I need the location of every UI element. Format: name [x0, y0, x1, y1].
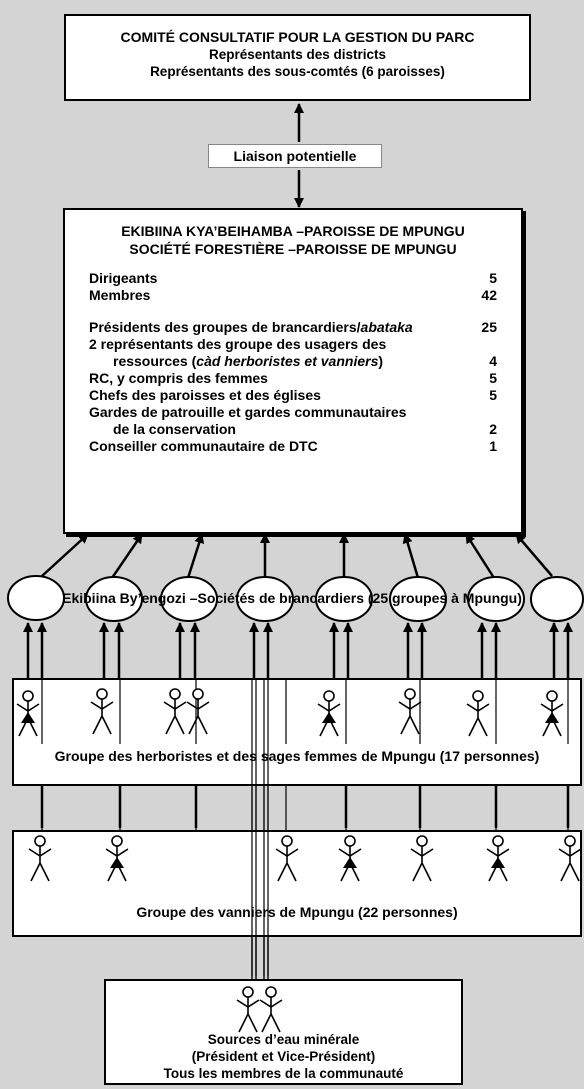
row-value: 5 — [489, 370, 497, 386]
basket-group-label: Groupe des vanniers de Mpungu (22 person… — [136, 904, 458, 920]
row-label: Présidents des groupes de brancardiers/ — [89, 319, 361, 335]
row-value: 42 — [481, 287, 497, 303]
row-label: ressources ( — [113, 353, 197, 369]
society-row-members: Membres 42 — [89, 287, 497, 304]
row-value: 5 — [489, 387, 497, 403]
committee-line-subcounties: Représentants des sous-comtés (6 paroiss… — [150, 64, 445, 79]
society-row-chiefs: Chefs des paroisses et des églises 5 — [89, 387, 497, 404]
society-row-representatives: 2 représentants des groupe des usagers d… — [89, 336, 497, 353]
society-row-advisor: Conseiller communautaire de DTC 1 — [89, 438, 497, 455]
row-label: Dirigeants — [89, 270, 158, 286]
society-title-french: SOCIÉTÉ FORESTIÈRE –PAROISSE DE MPUNGU — [129, 241, 457, 257]
row-value: 2 — [489, 421, 497, 437]
burial-societies-label: Ekibiina By’engozi –Sociétés de brancard… — [62, 590, 522, 606]
society-row-presidents: Présidents des groupes de brancardiers/a… — [89, 319, 497, 336]
row-label: Conseiller communautaire de DTC — [89, 438, 318, 454]
committee-title: COMITÉ CONSULTATIF POUR LA GESTION DU PA… — [120, 29, 475, 45]
liaison-label: Liaison potentielle — [208, 144, 382, 168]
basket-group-box — [12, 830, 582, 937]
row-value: 1 — [489, 438, 497, 454]
row-value: 5 — [489, 270, 497, 286]
burial-society-ellipses — [7, 575, 584, 622]
herbalists-group-label: Groupe des herboristes et des sages femm… — [54, 748, 540, 764]
row-value: 25 — [481, 319, 497, 335]
herbalists-to-burial-arrows — [23, 622, 573, 678]
row-label: Chefs des paroisses et des églises — [89, 387, 321, 403]
row-label: Membres — [89, 287, 151, 303]
row-label: RC, y compris des femmes — [89, 370, 268, 386]
springs-box: Sources d’eau minérale (Président et Vic… — [104, 979, 463, 1085]
row-label-suffix: ) — [378, 353, 384, 369]
society-row-resources: ressources (càd herboristes et vanniers)… — [89, 353, 497, 370]
herbalists-basket-links — [40, 786, 570, 828]
society-row-leaders: Dirigeants 5 — [89, 270, 497, 287]
row-value: 4 — [489, 353, 497, 369]
committee-line-districts: Représentants des districts — [208, 47, 387, 62]
society-row-guards: Gardes de patrouille et gardes communaut… — [89, 404, 497, 421]
herbalists-group-box — [12, 678, 582, 786]
row-label-italic: abataka — [360, 319, 413, 335]
society-title-local: EKIBIINA KYA’BEIHAMBA –PAROISSE DE MPUNG… — [121, 223, 465, 239]
row-label: Gardes de patrouille et gardes communaut… — [89, 404, 407, 420]
row-label-italic: càd herboristes et vanniers — [196, 353, 379, 369]
springs-members: Tous les membres de la communauté — [163, 1066, 404, 1081]
society-box: EKIBIINA KYA’BEIHAMBA –PAROISSE DE MPUNG… — [63, 208, 523, 534]
committee-box: COMITÉ CONSULTATIF POUR LA GESTION DU PA… — [64, 14, 531, 101]
row-label: 2 représentants des groupe des usagers d… — [89, 336, 387, 352]
society-row-conservation: de la conservation 2 — [89, 421, 497, 438]
springs-officers: (Président et Vice-Président) — [191, 1049, 376, 1064]
row-label: de la conservation — [113, 421, 236, 437]
springs-title: Sources d’eau minérale — [207, 1032, 360, 1047]
society-row-rc: RC, y compris des femmes 5 — [89, 370, 497, 387]
burial-to-society-arrows — [41, 533, 553, 580]
